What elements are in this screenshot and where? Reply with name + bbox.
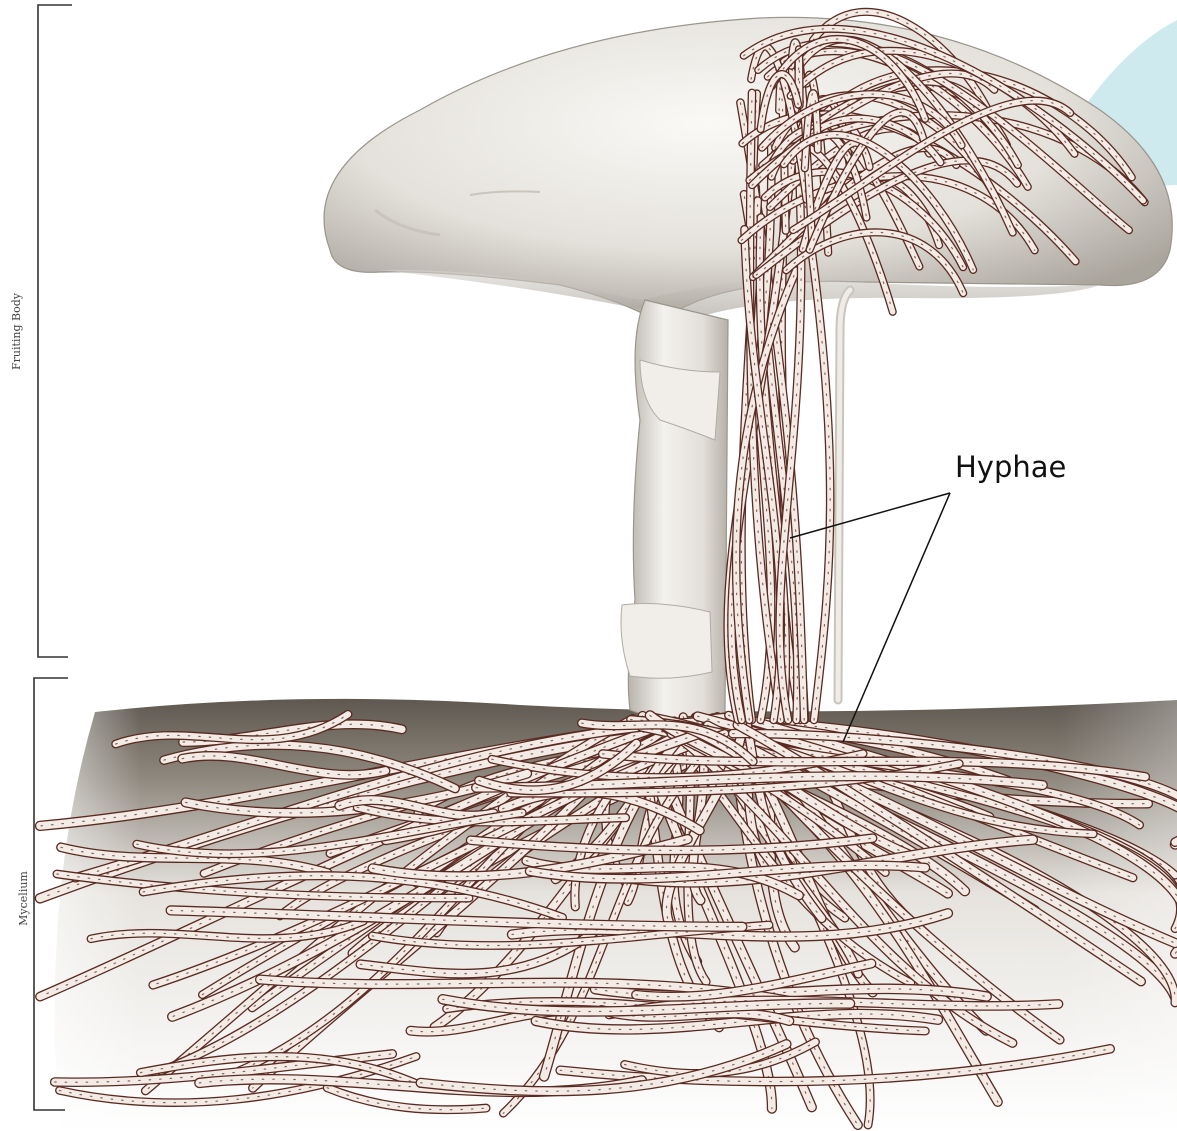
hyphae-label: Hyphae <box>955 450 1066 484</box>
mushroom-stem <box>621 300 728 721</box>
mycelium-label: Mycelium <box>17 871 30 926</box>
fruiting-body-bracket <box>38 5 72 657</box>
fruiting-body-label: Fruiting Body <box>10 293 23 370</box>
